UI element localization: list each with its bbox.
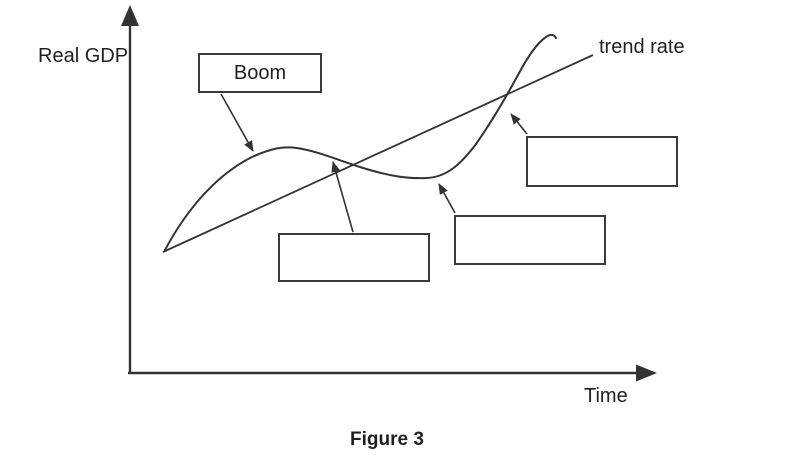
y-axis-arrowhead-icon: [121, 5, 139, 26]
blank-1-leader-arrow: [331, 161, 354, 233]
x-axis-label: Time: [584, 385, 628, 407]
trend-rate-line: [162, 54, 594, 253]
answer-box-1[interactable]: [278, 233, 430, 282]
answer-box-3[interactable]: [526, 136, 678, 187]
y-axis-label: Real GDP: [38, 45, 129, 67]
boom-leader-arrow: [220, 93, 254, 152]
x-axis-arrowhead-icon: [636, 364, 657, 382]
figure-caption: Figure 3: [350, 429, 424, 450]
trend-rate-label: trend rate: [599, 36, 685, 58]
business-cycle-curve: [164, 33, 557, 251]
boom-label-text: Boom: [233, 61, 287, 84]
blank-2-leader-arrow: [438, 183, 456, 214]
boom-label-box: Boom: [198, 53, 322, 93]
blank-3-leader-arrow: [510, 113, 528, 135]
answer-box-2[interactable]: [454, 215, 606, 265]
